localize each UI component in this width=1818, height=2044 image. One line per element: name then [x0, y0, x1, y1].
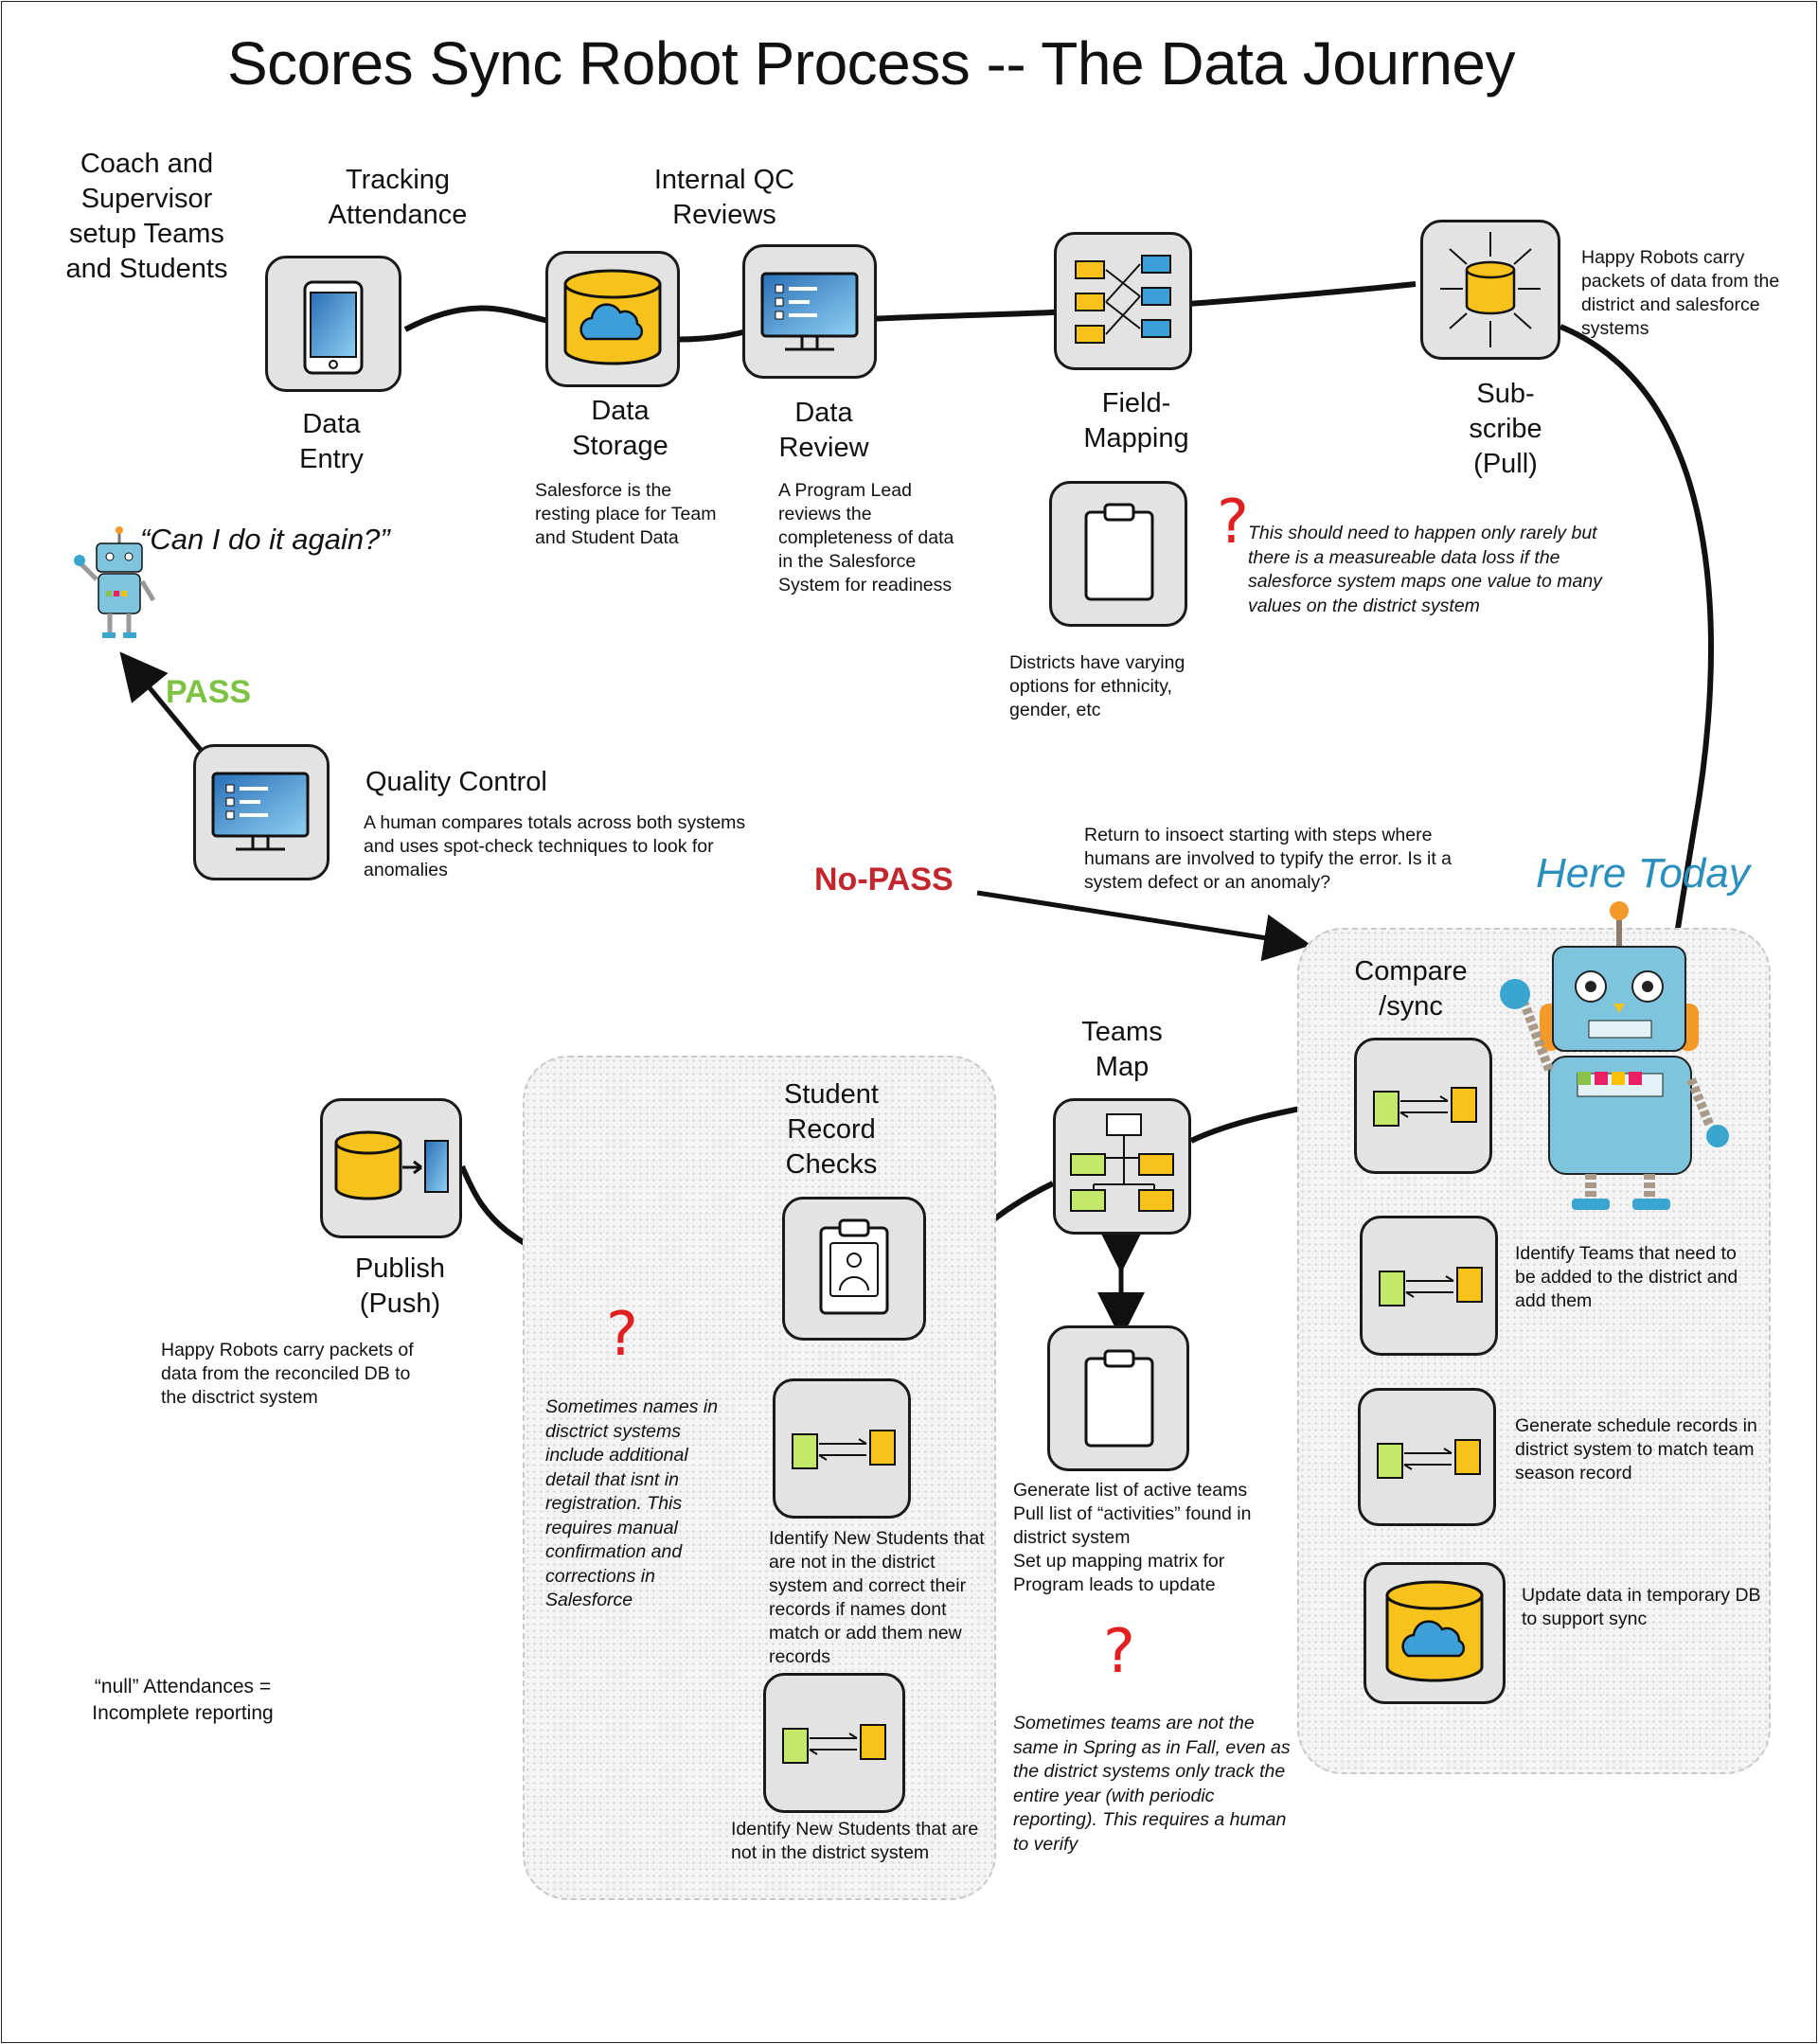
active-teams-tile — [1047, 1325, 1189, 1471]
tablet-icon — [303, 280, 364, 375]
sync-arrows-icon — [1379, 1267, 1483, 1306]
teams-question-mark: ? — [1103, 1617, 1135, 1687]
nopass-note: Return to insoect starting with steps wh… — [1084, 825, 1453, 893]
students-correct-note: Identify New Students that are not in th… — [769, 1528, 985, 1667]
data-entry-tile — [265, 256, 401, 392]
update-temp-db-note: Update data in temporary DB to support s… — [1522, 1585, 1761, 1629]
data-storage-note: Salesforce is the resting place for Team… — [535, 480, 717, 548]
identify-teams-note: Identify Teams that need to be added to … — [1515, 1243, 1738, 1311]
student-checks-tile — [782, 1197, 926, 1341]
teams-list-note: Generate list of active teams Pull list … — [1013, 1480, 1252, 1595]
nopass-label: No-PASS — [814, 862, 954, 898]
data-review-tile — [742, 244, 877, 379]
identify-teams-tile — [1360, 1216, 1498, 1356]
data-review-label: Data Review — [778, 398, 869, 463]
students-correct-tile — [773, 1378, 911, 1519]
subscribe-label: Sub-scribe (Pull) — [1469, 379, 1542, 479]
publish-label: Publish (Push) — [354, 1253, 446, 1319]
names-question-mark: ? — [606, 1300, 638, 1370]
cloud-database-icon — [563, 269, 662, 365]
update-temp-db-tile — [1364, 1562, 1506, 1704]
data-entry-label: Data Entry — [299, 409, 364, 474]
mapping-icon — [1075, 255, 1171, 344]
student-clipboard-icon — [819, 1218, 889, 1315]
quality-control-tile — [193, 744, 330, 880]
generate-schedule-tile — [1358, 1388, 1496, 1526]
quality-control-note: A human compares totals across both syst… — [364, 812, 746, 880]
districts-options-tile — [1049, 481, 1187, 627]
clipboard-icon — [1084, 503, 1154, 601]
pass-label: PASS — [166, 674, 252, 710]
clipboard-icon — [1084, 1349, 1154, 1448]
setup-label: Coach and Supervisor setup Teams and Stu… — [65, 149, 228, 284]
data-storage-label: Data Storage — [572, 396, 668, 461]
pass-arrow — [119, 651, 203, 752]
publish-tile — [320, 1098, 462, 1238]
can-i-do-it-again: “Can I do it again?” — [140, 523, 390, 556]
field-mapping-label: Field-Mapping — [1083, 388, 1189, 453]
teams-warning: Sometimes teams are not the same in Spri… — [1013, 1713, 1291, 1855]
here-today-label: Here Today — [1536, 850, 1750, 897]
quality-control-label: Quality Control — [365, 767, 547, 797]
students-new-note: Identify New Students that are not in th… — [731, 1819, 979, 1863]
push-database-icon — [334, 1130, 449, 1200]
pull-database-icon — [1440, 232, 1541, 347]
sync-arrows-icon — [782, 1724, 886, 1764]
sync-arrows-icon — [1373, 1087, 1477, 1127]
field-mapping-tile — [1054, 232, 1192, 370]
student-checks-panel — [523, 1056, 996, 1900]
teams-map-label: Teams Map — [1081, 1017, 1163, 1082]
happy-robot-icon — [1500, 901, 1729, 1210]
compare-sync-tile — [1354, 1038, 1492, 1174]
sync-arrows-icon — [792, 1430, 896, 1469]
publish-note: Happy Robots carry packets of data from … — [161, 1340, 414, 1408]
null-attendance-note: “null” Attendances = Incomplete reportin… — [92, 1676, 274, 1724]
flow-line-right — [1559, 324, 1715, 1004]
names-warning: Sometimes names in disctrict systems inc… — [545, 1396, 719, 1610]
tracking-label: Tracking Attendance — [328, 165, 468, 230]
small-robot-icon — [74, 526, 156, 638]
subscribe-note: Happy Robots carry packets of data from … — [1581, 247, 1780, 339]
warning-question-mark: ? — [1217, 488, 1249, 558]
nopass-arrow — [976, 890, 1311, 962]
sync-arrows-icon — [1377, 1439, 1481, 1479]
monitor-checklist-icon — [211, 772, 310, 851]
compare-sync-label: Compare /sync — [1354, 956, 1468, 1022]
org-chart-icon — [1070, 1113, 1174, 1212]
students-new-tile — [763, 1673, 905, 1813]
teams-map-tile — [1053, 1098, 1191, 1235]
student-checks-label: Student Record Checks — [784, 1079, 879, 1180]
cloud-database-icon — [1385, 1580, 1484, 1682]
field-mapping-warning: This should need to happen only rarely b… — [1248, 523, 1602, 616]
field-mapping-note: Districts have varying options for ethni… — [1009, 652, 1185, 720]
data-review-note: A Program Lead reviews the completeness … — [778, 480, 954, 595]
internal-qc-label: Internal QC Reviews — [653, 165, 795, 230]
subscribe-tile — [1420, 220, 1560, 360]
diagram-title: Scores Sync Robot Process -- The Data Jo… — [226, 29, 1516, 98]
data-storage-tile — [545, 251, 680, 387]
monitor-checklist-icon — [760, 272, 859, 351]
generate-schedule-note: Generate schedule records in district sy… — [1515, 1415, 1757, 1484]
